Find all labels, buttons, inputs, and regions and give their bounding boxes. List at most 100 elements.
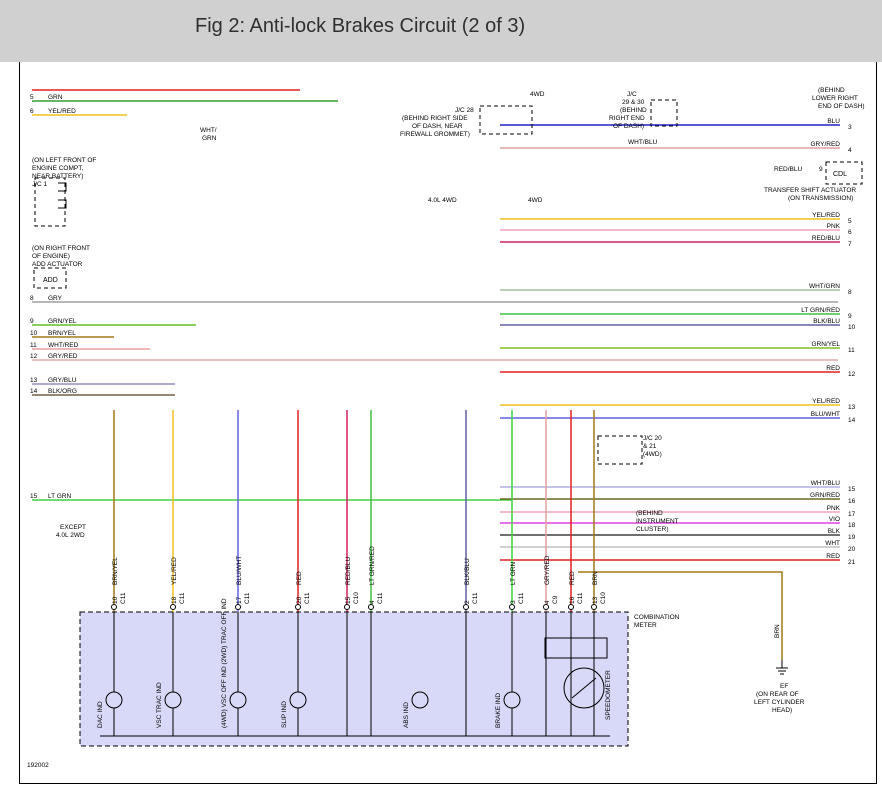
meter-pin-number: 17 bbox=[236, 596, 243, 604]
left-wire-number: 13 bbox=[30, 377, 38, 384]
right-wire-number: 13 bbox=[848, 404, 856, 411]
right-wire-number: 9 bbox=[848, 313, 852, 320]
right-wire-label: YEL/RED bbox=[812, 212, 840, 219]
left-wire-number: 5 bbox=[30, 94, 34, 101]
cdl-box-label: CDL bbox=[833, 171, 847, 178]
meter-pin-terminal bbox=[235, 604, 241, 610]
left-wire-number: 9 bbox=[30, 318, 34, 325]
indicator-label: SPEEDOMETER bbox=[605, 670, 612, 720]
brn-ground-wire bbox=[578, 571, 783, 660]
right-wire-label: PNK bbox=[827, 505, 841, 512]
indicator-label: VSC TRAC IND bbox=[156, 682, 163, 728]
jc28-label: J/C 28 (BEHIND RIGHT SIDE OF DASH, NEAR … bbox=[400, 107, 476, 138]
left-wire-label: BLK/ORG bbox=[48, 388, 77, 395]
figure-id-code: 192002 bbox=[27, 762, 49, 769]
meter-pin-connector: C11 bbox=[120, 592, 127, 604]
red-blu-cdl-label: RED/BLU bbox=[774, 166, 802, 173]
transfer-shift-label: TRANSFER SHIFT ACTUATOR (ON TRANSMISSION… bbox=[764, 187, 858, 202]
meter-pin-connector: C11 bbox=[518, 592, 525, 604]
cdl-box bbox=[825, 161, 863, 185]
right-wire-label: WHT/GRN bbox=[809, 283, 840, 290]
right-wire-label: YEL/RED bbox=[812, 398, 840, 405]
meter-pin-color: RED bbox=[569, 571, 576, 585]
meter-pin-connector: C9 bbox=[552, 595, 559, 604]
vertical-wires bbox=[113, 410, 595, 612]
meter-pin-color: GRY/RED bbox=[544, 555, 551, 585]
left-wire-number: 14 bbox=[30, 388, 38, 395]
right-wire-number: 10 bbox=[848, 324, 856, 331]
right-wire-number: 6 bbox=[848, 229, 852, 236]
meter-pin-number: 18 bbox=[171, 596, 178, 604]
meter-pin-terminal bbox=[509, 604, 515, 610]
right-wire-number: 11 bbox=[848, 347, 855, 354]
meter-pin-number: 20 bbox=[296, 596, 303, 604]
ground-icon bbox=[776, 660, 788, 675]
right-wire-number: 20 bbox=[848, 546, 856, 553]
left-wire-label: GRY/RED bbox=[48, 353, 78, 360]
left-wire-number: 15 bbox=[30, 493, 38, 500]
right-wire-number: 7 bbox=[848, 241, 852, 248]
right-wire-label: RED/BLU bbox=[812, 235, 840, 242]
indicator-label: (4WD) VSC OFF IND (2WD) TRAC OFF IND bbox=[221, 598, 228, 728]
meter-pin-terminal bbox=[543, 604, 549, 610]
left-wire-number: 12 bbox=[30, 353, 38, 360]
indicator-label: SLIP IND bbox=[281, 701, 288, 728]
left-wire-label: LT GRN bbox=[48, 493, 72, 500]
right-wire-number: 14 bbox=[848, 417, 856, 424]
wht-grn-label: WHT/GRN bbox=[200, 127, 217, 142]
wht-blu-top-label: WHT/BLU bbox=[628, 139, 658, 146]
right-wire-label: WHT bbox=[825, 540, 840, 547]
figure-title: Fig 2: Anti-lock Brakes Circuit (2 of 3) bbox=[195, 15, 526, 37]
right-wire-number: 8 bbox=[848, 289, 852, 296]
left-wire-label: GRY/BLU bbox=[48, 377, 77, 384]
meter-pin-number: 10 bbox=[112, 596, 119, 604]
ef-ground-label: EF (ON REAR OF LEFT CYLINDER HEAD) bbox=[754, 683, 806, 714]
meter-pin-connector: C10 bbox=[600, 592, 607, 604]
meter-pin-number: 16 bbox=[569, 596, 576, 604]
left-wire-number: 11 bbox=[30, 342, 37, 349]
meter-pin-connector: C11 bbox=[304, 592, 311, 604]
right-wire-number: 12 bbox=[848, 371, 856, 378]
right-wire-number: 16 bbox=[848, 498, 856, 505]
diagram-text: (ON LEFT FRONT OF ENGINE COMPT, NEAR BAT… bbox=[27, 87, 865, 769]
brn-ground-label: BRN bbox=[774, 624, 781, 638]
meter-pin-terminal bbox=[295, 604, 301, 610]
right-wire-label: BLU/WHT bbox=[811, 411, 840, 418]
meter-pin-number: 4 bbox=[544, 600, 551, 604]
meter-pin-terminal bbox=[568, 604, 574, 610]
meter-pin-connector: C11 bbox=[577, 592, 584, 604]
left-wire-label: WHT/RED bbox=[48, 342, 79, 349]
right-wire-number: 5 bbox=[848, 218, 852, 225]
meter-pin-number: 4 bbox=[369, 600, 376, 604]
four-wd-top-label: 4WD bbox=[530, 91, 545, 98]
left-wire-label: GRN/YEL bbox=[48, 318, 77, 325]
jc29-label: J/C 29 & 30 (BEHIND RIGHT END OF DASH) bbox=[609, 91, 649, 130]
engine-4wd-label: 4.0L 4WD bbox=[428, 197, 457, 204]
left-wire-label: BRN/YEL bbox=[48, 330, 76, 337]
jc28-connector bbox=[479, 105, 533, 135]
right-wire-number: 15 bbox=[848, 486, 856, 493]
add-actuator-box bbox=[33, 267, 67, 289]
meter-pin-terminal bbox=[111, 604, 117, 610]
behind-lower-label: (BEHIND LOWER RIGHT END OF DASH) bbox=[812, 87, 865, 110]
right-wire-label: RED bbox=[826, 365, 840, 372]
left-wire-number: 10 bbox=[30, 330, 38, 337]
jc20-connector bbox=[597, 435, 643, 465]
four-wd-mid-label: 4WD bbox=[528, 197, 543, 204]
meter-pin-connector: C11 bbox=[179, 592, 186, 604]
indicator-label: ABS IND bbox=[403, 702, 410, 728]
indicator-lamp-icon bbox=[164, 691, 182, 709]
jc29-connector bbox=[650, 99, 678, 127]
left-wire-label: GRN bbox=[48, 94, 63, 101]
right-wire-label: WHT/BLU bbox=[811, 480, 841, 487]
cdl-pin-label: 9 bbox=[819, 166, 823, 173]
combination-meter-box bbox=[79, 611, 629, 747]
meter-pin-connector: C10 bbox=[353, 592, 360, 604]
meter-pin-number: 3 bbox=[510, 600, 517, 604]
add-actuator-label: (ON RIGHT FRONT OF ENGINE) ADD ACTUATOR bbox=[32, 245, 92, 268]
meter-pin-color: BRN/YEL bbox=[112, 557, 119, 585]
figure-header: Fig 2: Anti-lock Brakes Circuit (2 of 3) bbox=[0, 0, 882, 62]
